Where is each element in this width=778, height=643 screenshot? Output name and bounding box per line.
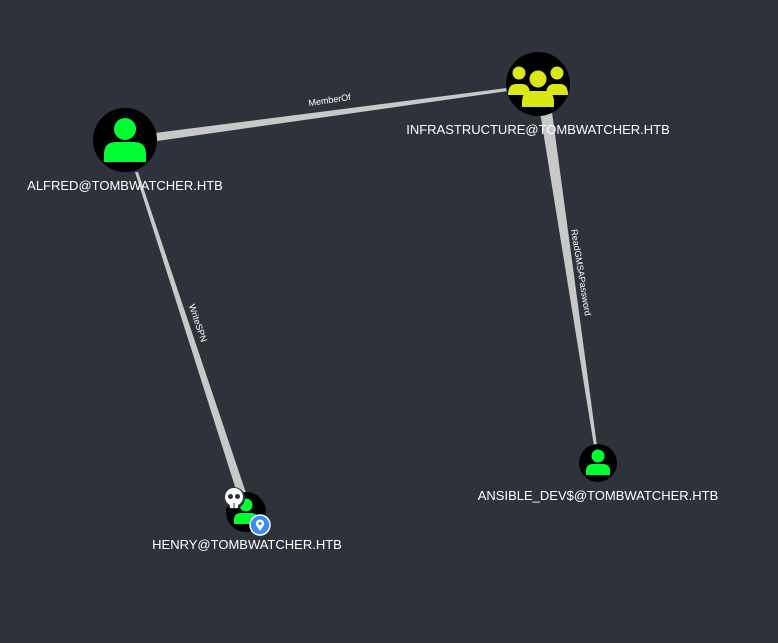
node-label-infrastructure: INFRASTRUCTURE@TOMBWATCHER.HTB [406,122,670,137]
node-label-henry: HENRY@TOMBWATCHER.HTB [152,537,342,552]
edge-label-memberof: MemberOf [308,92,352,108]
skull-icon [223,487,245,509]
node-infrastructure[interactable]: INFRASTRUCTURE@TOMBWATCHER.HTB [406,52,670,137]
edge-writespn[interactable]: WriteSPN [135,172,247,496]
user-icon [104,118,146,162]
node-ansible-dev[interactable]: ANSIBLE_DEV$@TOMBWATCHER.HTB [478,444,719,503]
node-label-ansible-dev: ANSIBLE_DEV$@TOMBWATCHER.HTB [478,488,719,503]
node-henry[interactable]: HENRY@TOMBWATCHER.HTB [152,487,342,552]
group-icon [508,66,568,107]
edge-readgmsapassword[interactable]: ReadGMSAPassword [540,112,597,446]
edge-memberof-line[interactable] [155,88,508,141]
node-alfred[interactable]: ALFRED@TOMBWATCHER.HTB [27,108,223,193]
location-pin-icon [249,514,271,536]
edge-readgmsapassword-line[interactable] [540,112,597,446]
user-icon [586,449,610,475]
edge-writespn-line[interactable] [135,172,247,496]
node-label-alfred: ALFRED@TOMBWATCHER.HTB [27,178,223,193]
